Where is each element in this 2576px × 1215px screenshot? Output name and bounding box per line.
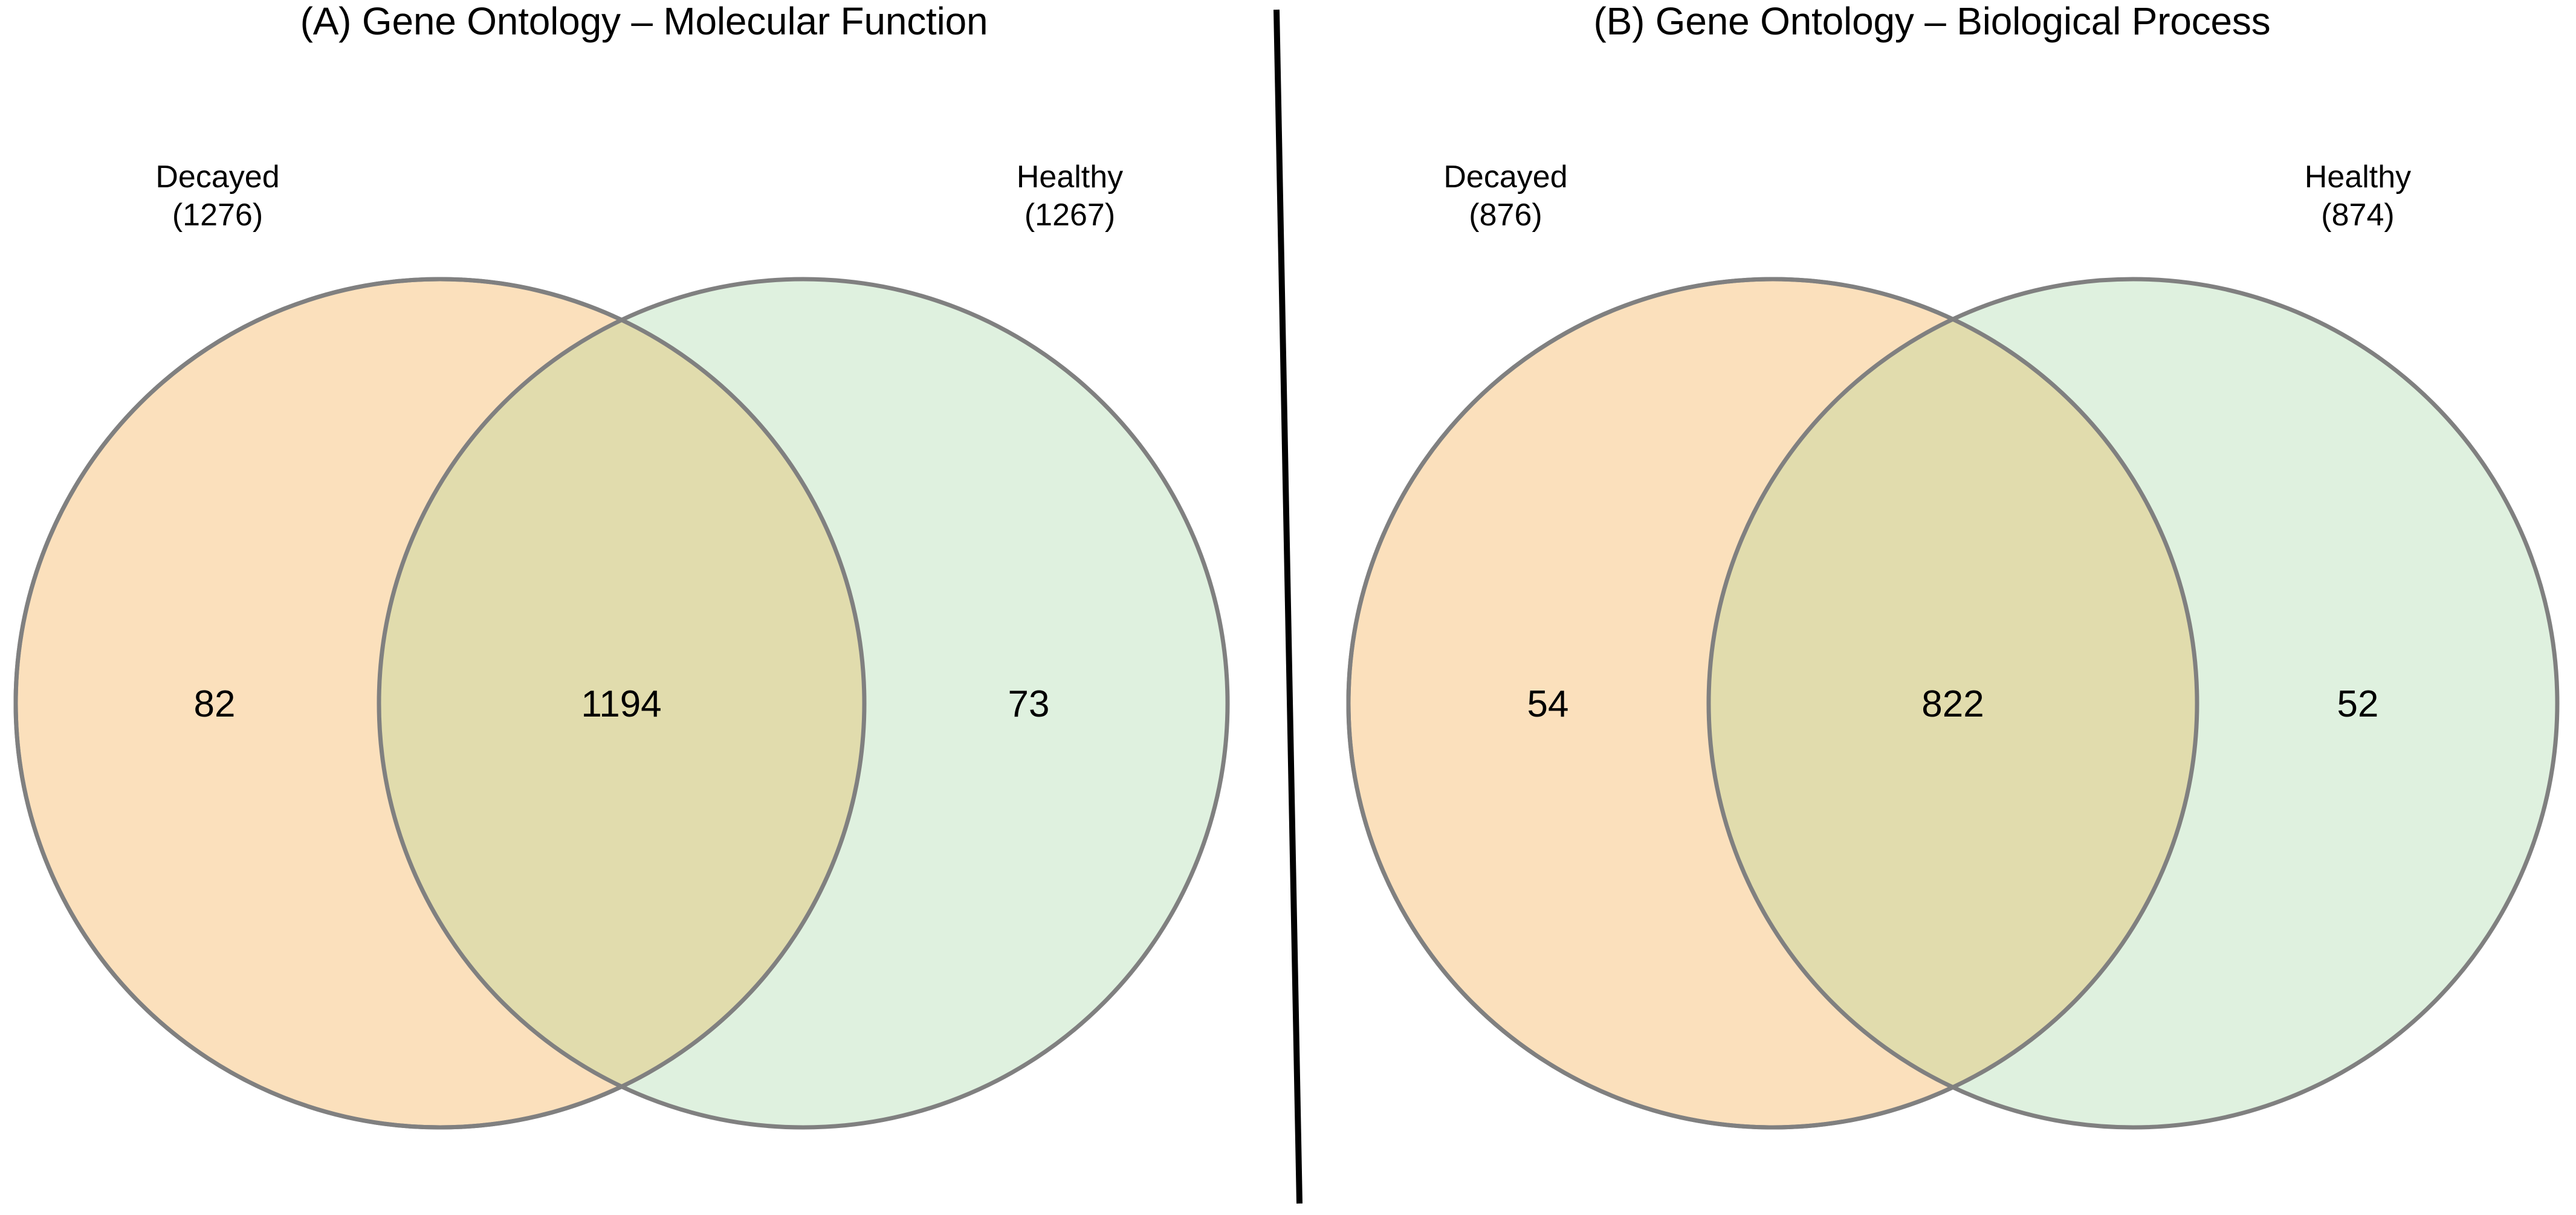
panel-a-healthy-label-count: (1267) — [1024, 198, 1116, 233]
panel-b-decayed-label-count: (876) — [1469, 198, 1542, 233]
panel-a-count-healthy-only: 73 — [1008, 683, 1050, 725]
panel-a-healthy-label: Healthy (1267) — [870, 158, 1269, 235]
panel-a-decayed-label-count: (1276) — [172, 198, 264, 233]
panel-a-circle-healthy-outline — [377, 277, 1230, 1130]
panel-b-circle-decayed-outline — [1346, 277, 2199, 1130]
panel-b-circle-healthy-outline — [1706, 277, 2560, 1130]
panel-a-overlap-region — [379, 279, 864, 1127]
panel-b-decayed-label-name: Decayed — [1443, 160, 1568, 195]
panel-b-title: (B) Gene Ontology – Biological Process — [1593, 0, 2271, 43]
panel-b-count-healthy-only: 52 — [2337, 683, 2379, 725]
panel-a-count-decayed-only: 82 — [193, 683, 236, 725]
panel-a-title: (A) Gene Ontology – Molecular Function — [300, 0, 988, 43]
panel-b-healthy-label-name: Healthy — [2304, 160, 2412, 195]
panel-b-decayed-label: Decayed (876) — [1306, 158, 1705, 235]
panel-b-overlap-region — [1709, 279, 2197, 1127]
panel-a-venn-diagram — [13, 277, 1230, 1130]
panel-b-count-decayed-only: 54 — [1527, 683, 1569, 725]
panel-b-healthy-label-count: (874) — [2321, 198, 2395, 233]
panel-b-venn-diagram — [1346, 277, 2560, 1130]
panel-a-healthy-label-name: Healthy — [1016, 160, 1124, 195]
panel-b-count-intersection: 822 — [1921, 683, 1984, 725]
panel-a-count-intersection: 1194 — [581, 683, 662, 725]
panel-b-healthy-label: Healthy (874) — [2158, 158, 2557, 235]
panel-a-decayed-label-name: Decayed — [155, 160, 280, 195]
panel-a-decayed-label: Decayed (1276) — [18, 158, 417, 235]
panel-biological-process: (B) Gene Ontology – Biological Process D… — [1288, 0, 2576, 1215]
panel-molecular-function: (A) Gene Ontology – Molecular Function D… — [13, 0, 1269, 1130]
panel-a-circle-decayed-outline — [13, 277, 867, 1130]
